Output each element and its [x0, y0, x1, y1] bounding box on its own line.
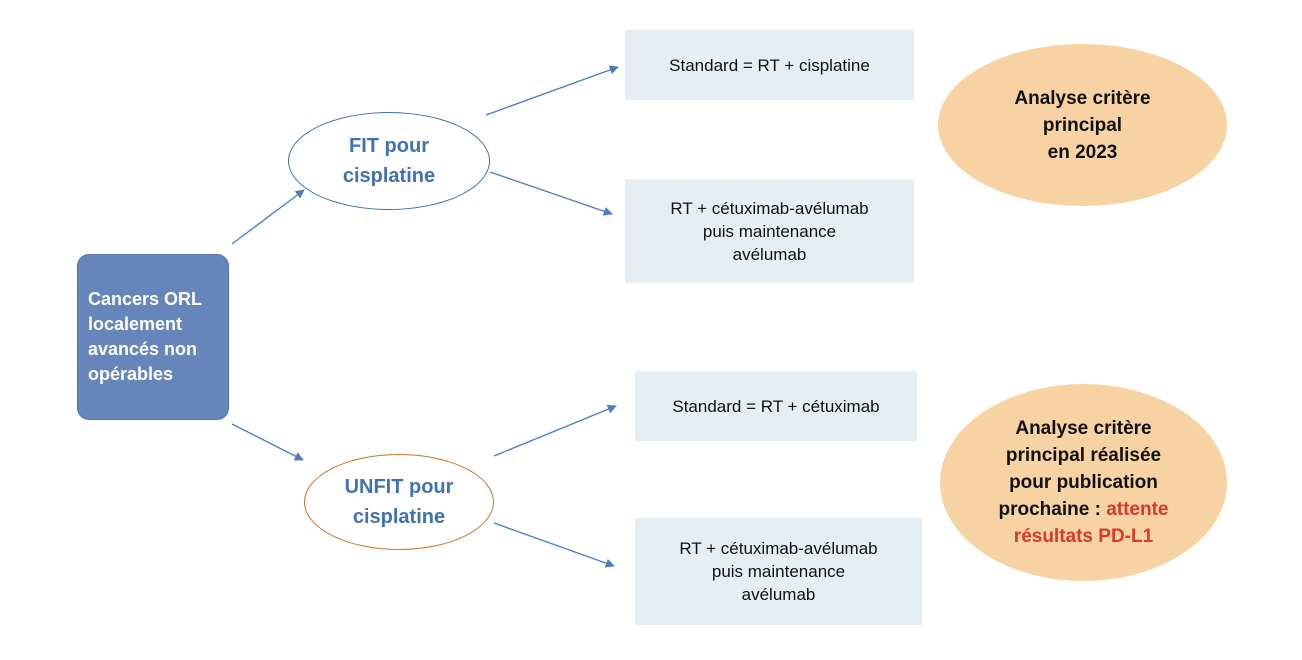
unfit-experimental-line: avélumab [741, 585, 816, 604]
unfit-standard-box: Standard = RT + cétuximab [635, 371, 917, 441]
unfit-cisplatine-node: UNFIT pour cisplatine [304, 454, 494, 550]
fit-note-line: en 2023 [1047, 141, 1118, 163]
arrow-fit-to-standard [485, 65, 619, 116]
arrow-unfit-to-standard [493, 404, 617, 457]
root-line: opérables [88, 364, 174, 384]
unfit-note-line: Analyse critère [1015, 418, 1152, 439]
fit-experimental-line: avélumab [732, 244, 807, 264]
unfit-analysis-note: Analyse critère principal réalisée pour … [940, 384, 1227, 581]
root-line: avancés non [88, 339, 198, 359]
pdl1-highlight: résultats PD-L1 [1013, 526, 1154, 547]
pdl1-highlight: attente [1106, 499, 1169, 520]
arrow-unfit-to-experimental [493, 522, 615, 568]
arrow-root-to-fit [231, 189, 305, 245]
fit-note-line: Analyse critère [1014, 87, 1151, 109]
unfit-standard-label: Standard = RT + cétuximab [672, 396, 880, 416]
unfit-line: cisplatine [352, 506, 446, 528]
fit-experimental-line: puis maintenance [702, 221, 837, 241]
unfit-experimental-line: puis maintenance [711, 562, 846, 581]
arrow-fit-to-experimental [489, 171, 613, 216]
fit-line: cisplatine [342, 165, 436, 187]
unfit-note-line: prochaine : attente [999, 496, 1169, 523]
unfit-experimental-box: RT + cétuximab-avélumab puis maintenance… [635, 518, 922, 625]
unfit-line: UNFIT pour [344, 476, 454, 498]
unfit-note-line: principal réalisée [1005, 445, 1162, 466]
root-line: localement [88, 314, 183, 334]
root-line: Cancers ORL [88, 289, 203, 309]
fit-standard-label: Standard = RT + cisplatine [669, 55, 870, 75]
fit-experimental-box: RT + cétuximab-avélumab puis maintenance… [625, 179, 914, 283]
unfit-experimental-line: RT + cétuximab-avélumab [679, 539, 878, 558]
fit-experimental-line: RT + cétuximab-avélumab [670, 198, 869, 218]
fit-standard-box: Standard = RT + cisplatine [625, 30, 914, 100]
arrow-root-to-unfit [231, 423, 304, 461]
root-node-cancers-orl: Cancers ORL localement avancés non opéra… [77, 254, 229, 420]
fit-cisplatine-node: FIT pour cisplatine [288, 112, 490, 210]
fit-note-line: principal [1042, 114, 1123, 136]
unfit-note-line: pour publication [1009, 472, 1158, 493]
unfit-note-prefix: prochaine : [998, 499, 1107, 520]
fit-line: FIT pour [349, 135, 429, 157]
fit-analysis-note: Analyse critère principal en 2023 [938, 44, 1227, 206]
